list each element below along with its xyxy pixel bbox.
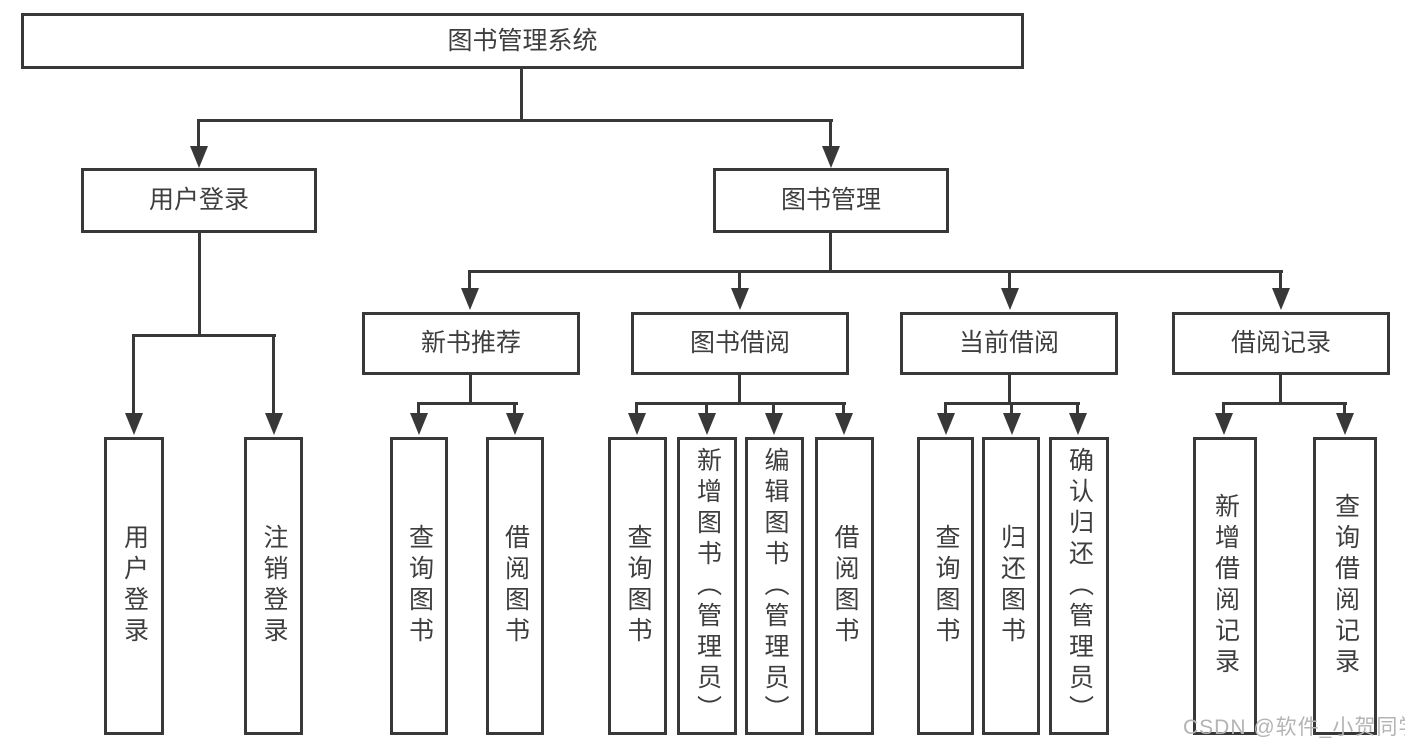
arrow-shaft-to-cb-query [944, 402, 947, 416]
arrow-shaft-to-rec-query [417, 402, 420, 416]
arrow-head-to-bb-add [698, 413, 716, 435]
leaf-cb-confirm-return: 确认归还（管理员） [1049, 437, 1109, 735]
leaf-user-login-label: 用户登录 [120, 524, 149, 648]
leaf-bb-edit-book-label: 编辑图书（管理员） [761, 446, 789, 726]
connector-current-borrow-stem [1008, 373, 1011, 405]
connector-root-split [198, 119, 833, 122]
connector-book-borrow-stem [738, 373, 741, 405]
arrow-shaft-to-cb-return [1010, 402, 1013, 416]
leaf-bb-add-book-label: 新增图书（管理员） [693, 446, 722, 726]
leaf-bb-borrow-book-label: 借阅图书 [831, 524, 859, 648]
arrow-shaft-to-leaf-logout [272, 334, 275, 416]
node-root: 图书管理系统 [21, 13, 1024, 69]
node-current-borrow-label: 当前借阅 [958, 329, 1059, 357]
arrow-head-to-br-add [1215, 413, 1233, 435]
arrow-shaft-to-cb-confirm [1076, 402, 1079, 416]
arrow-head-to-rec-borrow [506, 413, 524, 435]
connector-user-login-stem [198, 230, 201, 337]
leaf-cb-confirm-return-label: 确认归还（管理员） [1065, 446, 1094, 726]
arrow-head-to-br-query [1336, 413, 1354, 435]
node-borrow-record: 借阅记录 [1172, 312, 1390, 375]
connector-borrow-record-split [1222, 402, 1347, 405]
arrow-head-to-book-borrow [731, 288, 749, 310]
arrow-head-to-cb-confirm [1069, 413, 1087, 435]
arrow-head-to-bb-borrow [835, 413, 853, 435]
leaf-br-query-record-label: 查询借阅记录 [1331, 493, 1360, 679]
leaf-logout-label: 注销登录 [260, 524, 288, 648]
arrow-head-to-bb-edit [765, 413, 783, 435]
node-user-login-label: 用户登录 [148, 186, 249, 214]
arrow-head-to-book-mgmt [822, 146, 840, 168]
leaf-rec-query-book-label: 查询图书 [405, 524, 434, 648]
leaf-rec-query-book: 查询图书 [390, 437, 448, 735]
leaf-rec-borrow-book-label: 借阅图书 [501, 524, 530, 648]
node-book-borrow-label: 图书借阅 [689, 329, 790, 357]
arrow-shaft-to-br-add [1222, 402, 1225, 416]
node-book-borrow: 图书借阅 [631, 312, 849, 375]
leaf-bb-add-book: 新增图书（管理员） [677, 437, 737, 735]
arrow-head-to-current-borrow [1001, 288, 1019, 310]
leaf-cb-query-book: 查询图书 [917, 437, 974, 735]
node-book-mgmt-label: 图书管理 [780, 186, 881, 214]
node-root-label: 图书管理系统 [447, 26, 598, 55]
leaf-cb-return-book: 归还图书 [982, 437, 1040, 735]
leaf-br-query-record: 查询借阅记录 [1313, 437, 1377, 735]
arrow-head-to-cb-query [937, 413, 955, 435]
arrow-shaft-to-current-borrow [1008, 270, 1011, 290]
leaf-br-add-record-label: 新增借阅记录 [1211, 493, 1240, 679]
arrow-head-to-leaf-logout [265, 413, 283, 435]
arrow-head-to-user-login [190, 146, 208, 168]
arrow-shaft-to-borrow-record [1279, 270, 1282, 290]
arrow-shaft-to-bb-query [635, 402, 638, 416]
node-book-mgmt: 图书管理 [713, 168, 949, 233]
connector-user-login-split [132, 334, 276, 337]
arrow-shaft-to-new-book-rec [468, 270, 471, 290]
arrow-head-to-bb-query [628, 413, 646, 435]
leaf-user-login: 用户登录 [104, 437, 164, 735]
leaf-cb-query-book-label: 查询图书 [932, 524, 960, 648]
connector-book-borrow-split [635, 402, 846, 405]
arrow-head-to-cb-return [1003, 413, 1021, 435]
arrow-head-to-borrow-record [1272, 288, 1290, 310]
node-current-borrow: 当前借阅 [900, 312, 1118, 375]
arrow-shaft-to-br-query [1343, 402, 1346, 416]
arrow-shaft-to-user-login [197, 119, 200, 149]
watermark: CSDN @软件_小贺同学 [1183, 716, 1405, 739]
connector-new-book-rec-split [418, 402, 518, 405]
leaf-logout: 注销登录 [244, 437, 303, 735]
connector-book-mgmt-split [468, 270, 1283, 273]
leaf-br-add-record: 新增借阅记录 [1193, 437, 1257, 735]
connector-new-book-rec-stem [469, 373, 472, 405]
node-user-login: 用户登录 [81, 168, 317, 233]
arrow-head-to-new-book-rec [461, 288, 479, 310]
leaf-bb-borrow-book: 借阅图书 [815, 437, 874, 735]
arrow-head-to-rec-query [410, 413, 428, 435]
connector-borrow-record-stem [1279, 373, 1282, 405]
node-new-book-rec: 新书推荐 [362, 312, 580, 375]
leaf-cb-return-book-label: 归还图书 [997, 524, 1026, 648]
arrow-shaft-to-rec-borrow [513, 402, 516, 416]
connector-root-stem [520, 66, 523, 122]
arrow-head-to-leaf-user-login [125, 413, 143, 435]
leaf-bb-query-book-label: 查询图书 [624, 524, 652, 648]
arrow-shaft-to-bb-edit [772, 402, 775, 416]
arrow-shaft-to-book-borrow [738, 270, 741, 290]
node-new-book-rec-label: 新书推荐 [420, 329, 521, 357]
arrow-shaft-to-bb-add [705, 402, 708, 416]
leaf-rec-borrow-book: 借阅图书 [486, 437, 544, 735]
leaf-bb-query-book: 查询图书 [608, 437, 667, 735]
arrow-shaft-to-bb-borrow [842, 402, 845, 416]
connector-book-mgmt-stem [829, 231, 832, 273]
arrow-shaft-to-leaf-user-login [132, 334, 135, 416]
arrow-shaft-to-book-mgmt [829, 119, 832, 149]
node-borrow-record-label: 借阅记录 [1230, 329, 1331, 357]
leaf-bb-edit-book: 编辑图书（管理员） [745, 437, 804, 735]
